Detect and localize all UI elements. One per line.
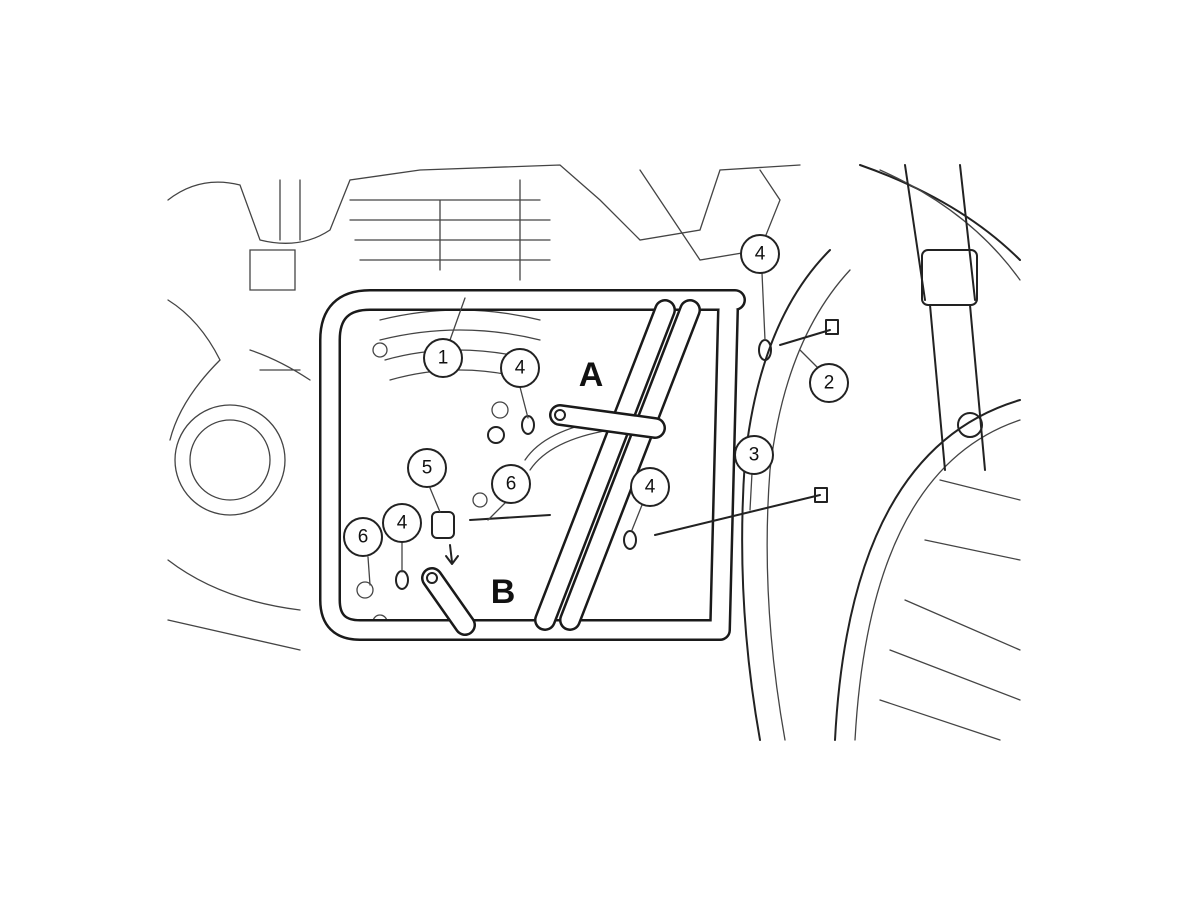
svg-text:2: 2: [824, 373, 835, 394]
svg-text:4: 4: [645, 477, 656, 498]
svg-text:6: 6: [358, 527, 369, 548]
svg-text:5: 5: [422, 458, 433, 479]
callout-4-washer-top: 4: [740, 234, 780, 274]
callout-4-washer-left: 4: [500, 348, 540, 388]
callout-4-washer-bottom: 4: [382, 503, 422, 543]
svg-text:6: 6: [506, 474, 517, 495]
callout-4-washer-right: 4: [630, 467, 670, 507]
callout-1: 1: [423, 338, 463, 378]
svg-text:4: 4: [515, 358, 526, 379]
callout-3: 3: [734, 435, 774, 475]
engine-sketch: [167, 164, 801, 651]
front-wheel: [741, 164, 1021, 741]
callout-5: 5: [407, 448, 447, 488]
svg-text:4: 4: [397, 513, 408, 534]
label-b: B: [491, 573, 516, 611]
svg-text:4: 4: [755, 244, 766, 265]
svg-text:3: 3: [749, 445, 760, 466]
callout-2: 2: [809, 363, 849, 403]
leader-lines: [367, 272, 819, 586]
svg-text:1: 1: [438, 348, 449, 369]
label-a: A: [579, 356, 604, 394]
crash-bar: [319, 289, 746, 641]
callout-6-nut-center: 6: [491, 464, 531, 504]
callout-6-nut-left: 6: [343, 517, 383, 557]
